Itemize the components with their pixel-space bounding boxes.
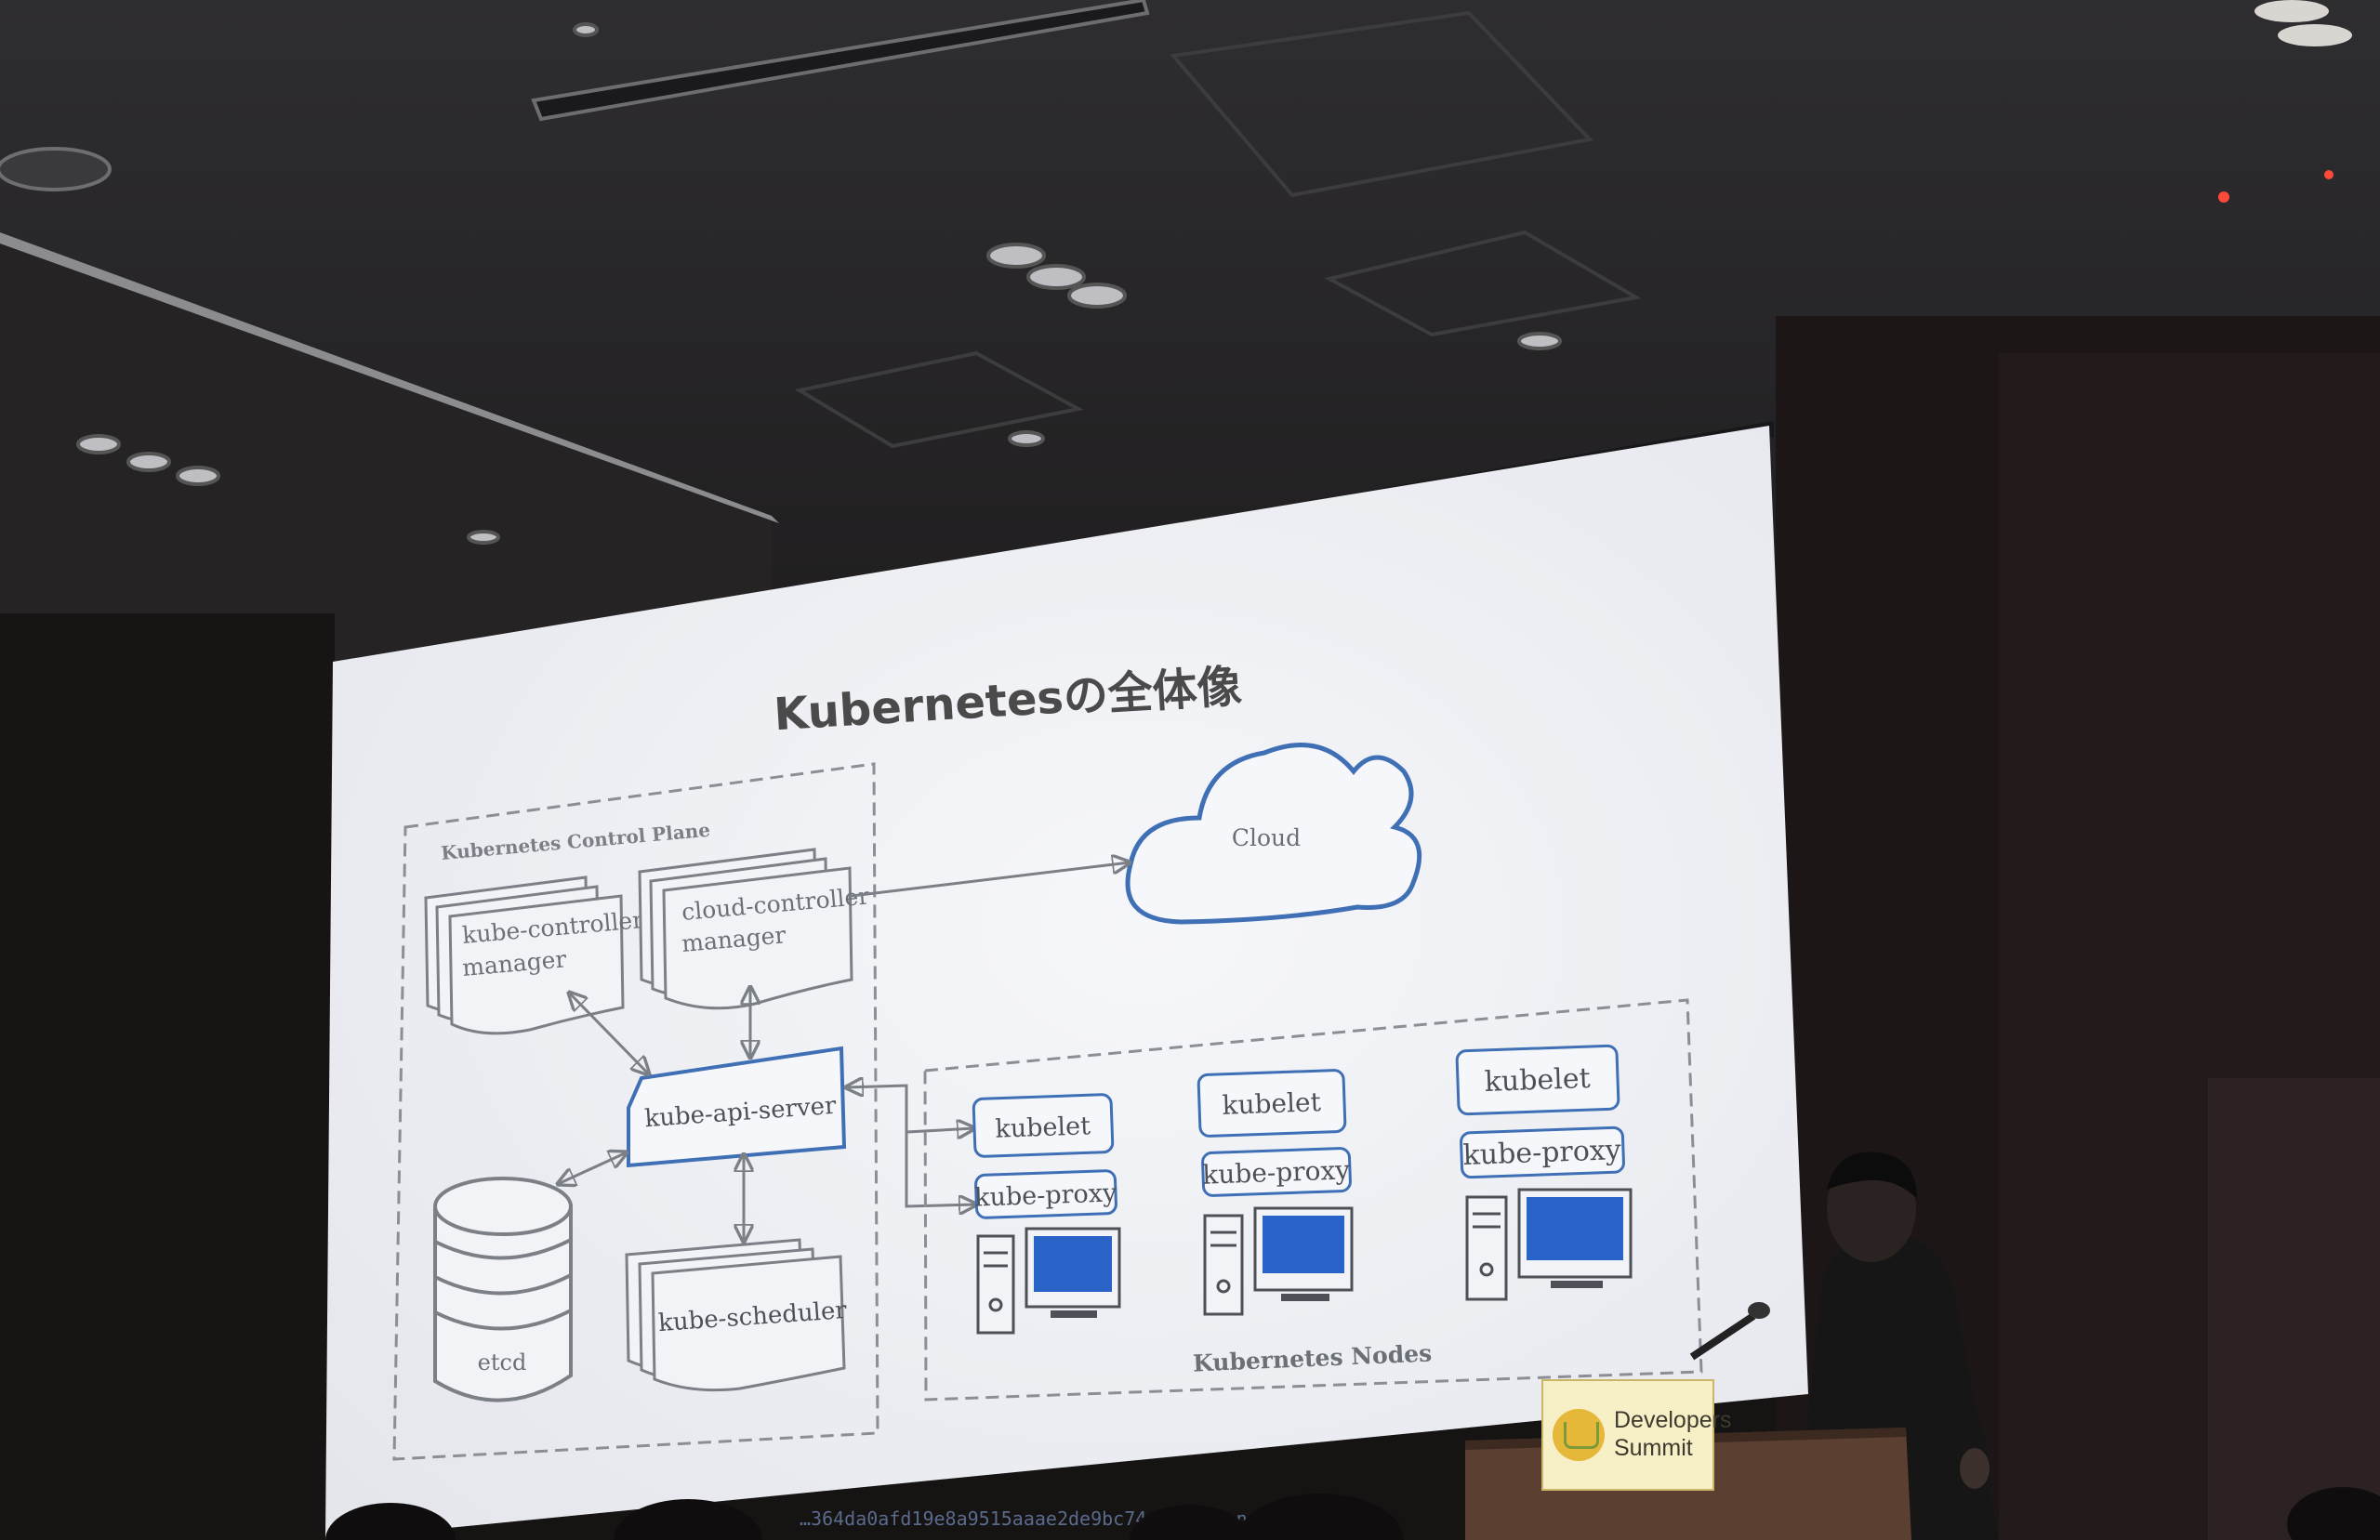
developers-summit-logo-icon bbox=[1553, 1409, 1605, 1461]
microphone-icon bbox=[1748, 1302, 1770, 1319]
arrow-api-node-proxy bbox=[905, 1132, 976, 1206]
ceiling-light bbox=[76, 434, 121, 454]
indicator-light bbox=[2218, 191, 2229, 203]
control-plane-box bbox=[392, 762, 879, 1461]
ceiling-fixture bbox=[0, 147, 112, 191]
node-3-proxy: kube-proxy bbox=[1462, 1134, 1621, 1172]
ceiling-light bbox=[1517, 332, 1562, 350]
node-3-kubelet: kubelet bbox=[1484, 1062, 1591, 1099]
audience-head bbox=[1130, 1505, 1250, 1540]
node-2-proxy: kube-proxy bbox=[1202, 1154, 1351, 1191]
node-3: kubelet kube-proxy bbox=[1455, 1044, 1633, 1301]
ceiling-panel bbox=[1170, 10, 1593, 198]
node-1-kubelet: kubelet bbox=[995, 1112, 1091, 1144]
podium-sign: Developers Summit bbox=[1541, 1379, 1731, 1491]
etcd-database bbox=[433, 1177, 573, 1402]
kube-scheduler bbox=[625, 1238, 846, 1392]
ceiling-vent bbox=[531, 0, 1150, 122]
cloud-label: Cloud bbox=[1232, 824, 1301, 851]
node-2: kubelet kube-proxy bbox=[1197, 1069, 1354, 1316]
node-1: kubelet kube-proxy bbox=[972, 1093, 1121, 1335]
ceiling-light bbox=[176, 466, 220, 486]
ceiling-light bbox=[573, 22, 599, 37]
podium-sign-line1: Developers bbox=[1614, 1407, 1732, 1433]
microphone-stand bbox=[1689, 1312, 1756, 1361]
nodes-box bbox=[923, 998, 1703, 1402]
ceiling-light-strip bbox=[0, 232, 779, 523]
ceiling-light bbox=[467, 530, 500, 545]
ceiling-light bbox=[1008, 430, 1045, 447]
arrow-api-node-kubelet bbox=[846, 1086, 974, 1132]
ceiling-light bbox=[1067, 283, 1127, 309]
ceiling-light bbox=[1026, 264, 1086, 290]
ceiling-light bbox=[986, 243, 1046, 269]
ceiling-panel bbox=[1324, 230, 1642, 337]
podium-sign-line2: Summit bbox=[1614, 1435, 1693, 1461]
etcd-label: etcd bbox=[478, 1349, 527, 1375]
audience-head bbox=[2287, 1487, 2380, 1540]
cloud-shape bbox=[1125, 743, 1422, 925]
audience-head bbox=[325, 1503, 456, 1540]
cloud-controller-manager bbox=[638, 848, 853, 1010]
node-1-proxy: kube-proxy bbox=[974, 1178, 1118, 1212]
arrow-cloud-controller-to-cloud bbox=[851, 862, 1130, 898]
node-2-kubelet: kubelet bbox=[1222, 1086, 1322, 1121]
arrow-etcd-api bbox=[558, 1152, 627, 1184]
audience-head bbox=[1236, 1494, 1404, 1540]
indicator-light bbox=[2324, 170, 2334, 179]
arrow-controller-api bbox=[569, 993, 649, 1074]
audience-head bbox=[614, 1499, 762, 1540]
ceiling-light bbox=[126, 452, 171, 472]
kube-controller-manager bbox=[424, 875, 625, 1035]
ceiling-panel bbox=[794, 350, 1084, 449]
